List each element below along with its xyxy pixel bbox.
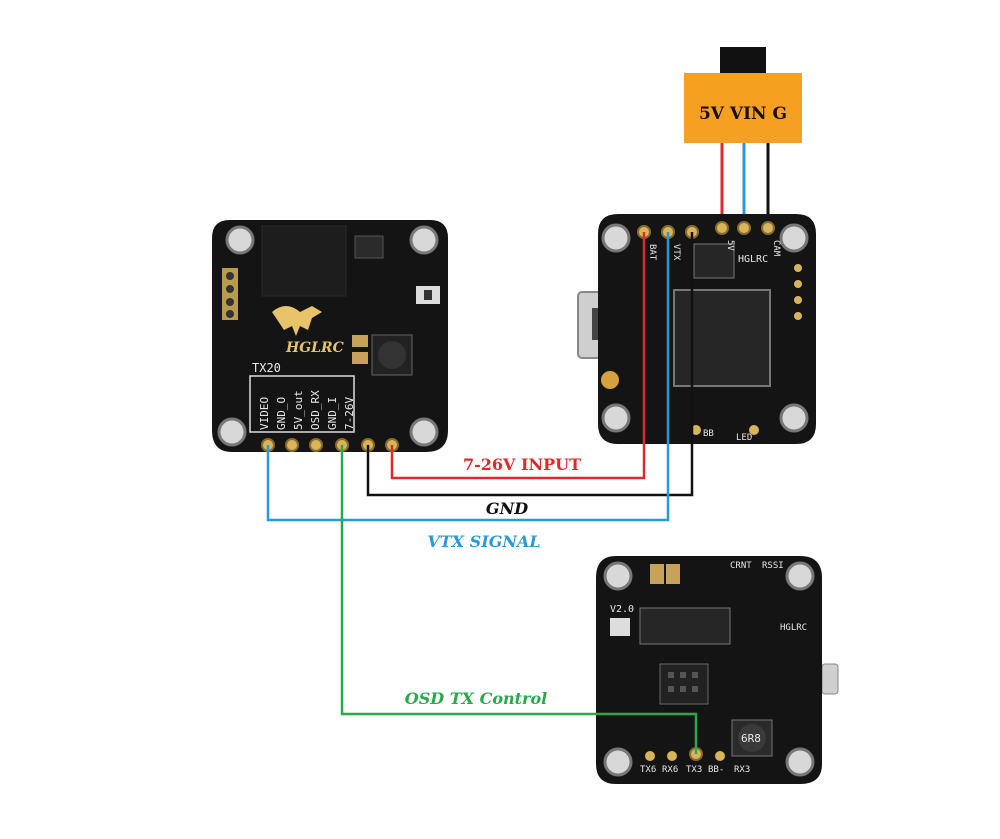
osd-pin-labels: TX6 RX6 TX3 BB- RX3 (640, 765, 750, 775)
vtx-hole-bl (217, 417, 247, 447)
vtx-brand: HGLRC (285, 340, 344, 356)
wire-input-red (390, 232, 646, 480)
fc-side-pad (794, 296, 802, 304)
vtx-shield (261, 225, 347, 297)
vtx-cap-2 (352, 352, 368, 364)
osd-inductor-label: 6R8 (741, 732, 761, 745)
fc-board: BAT VTX 5V CAM HGLRC BB LED (577, 214, 816, 444)
osd-socket (659, 663, 709, 705)
vtx-model: TX20 (252, 361, 281, 375)
osd-board: 6R8 V2.0 HGLRC CRNT RSSI TX6 RX6 TX3 BB-… (596, 556, 839, 784)
fc-hole-bl (601, 403, 631, 433)
osd-brand: HGLRC (780, 623, 807, 633)
osd-connector-stub (821, 663, 839, 695)
osd-socket-pins (668, 672, 698, 692)
osd-pad-tx6 (645, 751, 655, 761)
label-gnd: GND (486, 499, 528, 518)
wire-osd-tx-green (340, 445, 698, 754)
osd-main-chip (639, 607, 731, 645)
wire-vtx-signal-blue (266, 232, 670, 522)
connector-plug (720, 47, 766, 75)
fc-cap-round (601, 371, 619, 389)
fc-pin-label: CAM (771, 240, 781, 257)
fc-side-pad (794, 312, 802, 320)
osd-crystal (610, 618, 630, 636)
osd-hole-tr (785, 561, 815, 591)
vtx-pin-label-box (249, 375, 355, 433)
label-vtx-signal: VTX SIGNAL (427, 532, 540, 551)
osd-pcb (596, 556, 822, 784)
vtx-switch-knob (424, 290, 432, 300)
connector-label: 5V VIN G (699, 104, 787, 124)
fc-pin-label-led: LED (736, 433, 752, 443)
osd-hole-br (785, 747, 815, 777)
vtx-pad-5vout (309, 438, 323, 452)
vtx-hole-tr (409, 225, 439, 255)
vtx-side-header (222, 268, 238, 320)
fc-pad-bb (691, 425, 701, 435)
connector-body (684, 73, 802, 143)
power-connector: 5V VIN G (684, 47, 802, 143)
osd-pin-label: RX3 (734, 765, 750, 775)
osd-pin-label: RX6 (662, 765, 678, 775)
osd-inductor (738, 724, 766, 752)
osd-cap (666, 564, 680, 584)
osd-hole-bl (603, 747, 633, 777)
fc-hole-tl (601, 223, 631, 253)
osd-version: V2.0 (610, 604, 634, 615)
fc-mcu (673, 289, 771, 387)
vtx-side-pin (226, 298, 234, 306)
vtx-pin-labels: VIDEO GND_O 5V_out OSD_RX GND_I 7-26V (258, 390, 356, 430)
fc-brand: HGLRC (738, 254, 768, 265)
osd-pad-rx6 (667, 751, 677, 761)
vtx-pin-label: VIDEO (258, 397, 271, 430)
osd-pin-label: BB- (708, 765, 724, 775)
osd-pad-bb (715, 751, 725, 761)
vtx-pin-label: GND_I (326, 397, 339, 430)
vtx-pads (261, 438, 399, 452)
wire-gnd-black (366, 232, 694, 497)
osd-pin-crnt: CRNT (730, 561, 752, 571)
vtx-board: HGLRC TX20 VIDEO GND_O 5V_out OSD_RX GND… (212, 220, 448, 452)
fc-pin-labels: BAT VTX 5V CAM (647, 240, 781, 261)
vtx-pin-label: OSD_RX (309, 390, 322, 430)
fc-hole-br (779, 403, 809, 433)
vtx-pin-label: 5V_out (292, 390, 305, 430)
vtx-side-pin (226, 310, 234, 318)
label-input: 7-26V INPUT (463, 455, 581, 474)
label-osd-tx: OSD TX Control (405, 689, 547, 708)
fc-pad-vin (737, 221, 751, 235)
fc-pin-label-bb: BB (703, 429, 714, 439)
fc-pin-label: BAT (647, 244, 657, 261)
vtx-hole-br (409, 417, 439, 447)
fc-pin-label: 5V (725, 240, 735, 251)
osd-pin-label: TX6 (640, 765, 656, 775)
vtx-cap-1 (352, 335, 368, 347)
vtx-chip-1 (354, 235, 384, 259)
vtx-hole-tl (225, 225, 255, 255)
osd-cap (650, 564, 664, 584)
fc-pad-led (749, 425, 759, 435)
fc-side-pad (794, 264, 802, 272)
osd-pin-label: TX3 (686, 765, 702, 775)
vtx-side-pin (226, 272, 234, 280)
vtx-pin-label: 7-26V (343, 397, 356, 430)
fc-hole-tr (779, 223, 809, 253)
osd-pin-rssi: RSSI (762, 561, 784, 571)
vtx-side-pin (226, 285, 234, 293)
fc-side-pad (794, 280, 802, 288)
vtx-dino-logo (272, 306, 322, 336)
vtx-inductor (378, 341, 406, 369)
fc-pin-label: VTX (671, 244, 681, 261)
fc-osd-chip (693, 243, 735, 279)
osd-hole-tl (603, 561, 633, 591)
fc-pad-5v (715, 221, 729, 235)
vtx-pad-gndo (285, 438, 299, 452)
fc-pad-g (761, 221, 775, 235)
vtx-pin-label: GND_O (275, 397, 288, 430)
